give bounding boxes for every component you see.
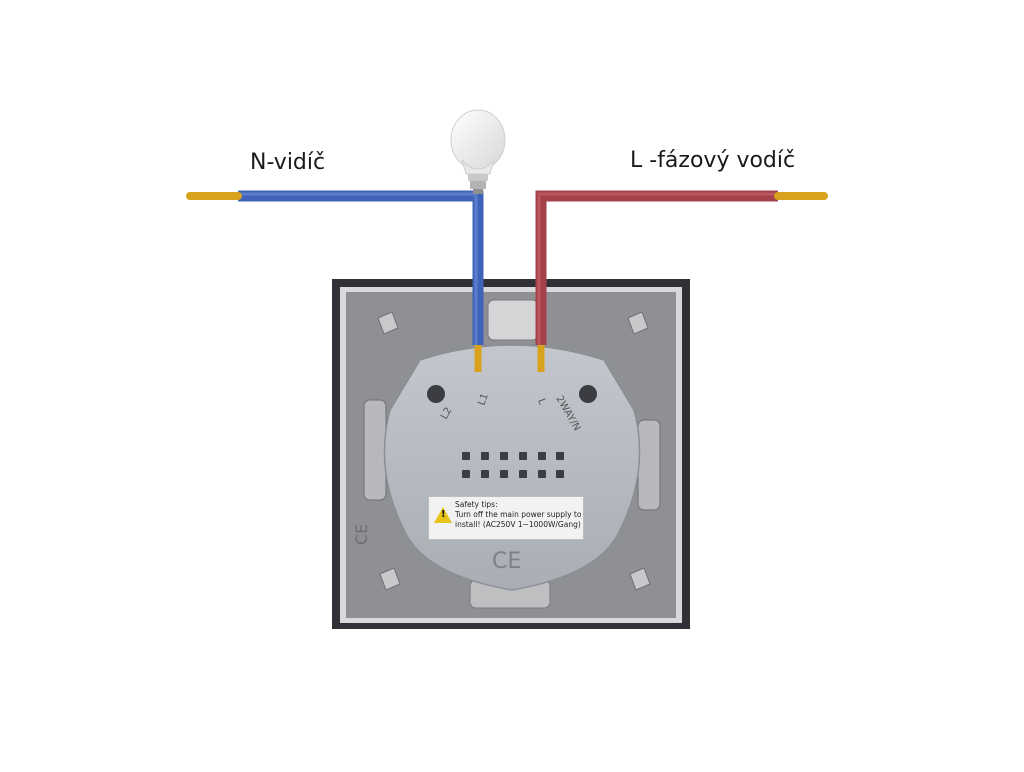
terminal-label-l1: L1 <box>476 392 490 407</box>
module-hole-right <box>579 385 597 403</box>
ce-mark-module: CE <box>492 549 521 574</box>
side-clip-right <box>637 419 661 511</box>
terminal-label-l2: L2 <box>439 406 454 422</box>
ce-mark-frame: CE <box>352 524 371 545</box>
safety-title: Safety tips: <box>455 500 498 509</box>
light-bulb-icon <box>450 109 506 194</box>
frame-hole-br <box>629 567 651 591</box>
frame-hole-tr <box>627 311 649 335</box>
frame-hole-tl <box>377 311 399 335</box>
neutral-wire-label: N-vidíč <box>250 150 326 175</box>
live-wire-label: L -fázový vodíč <box>630 148 796 173</box>
terminal-label-l: L <box>535 397 547 406</box>
vent-slots <box>462 452 564 478</box>
side-clip-left <box>363 399 387 501</box>
live-wire <box>535 190 828 372</box>
safety-line-2: install! (AC250V 1~1000W/Gang) <box>455 520 581 529</box>
module-hole-left <box>427 385 445 403</box>
safety-sticker: Safety tips: Turn off the main power sup… <box>428 496 584 540</box>
safety-line-1: Turn off the main power supply to <box>455 510 582 519</box>
frame-hole-bl <box>379 567 401 591</box>
warning-triangle-icon <box>434 507 452 523</box>
top-tab <box>487 299 539 341</box>
